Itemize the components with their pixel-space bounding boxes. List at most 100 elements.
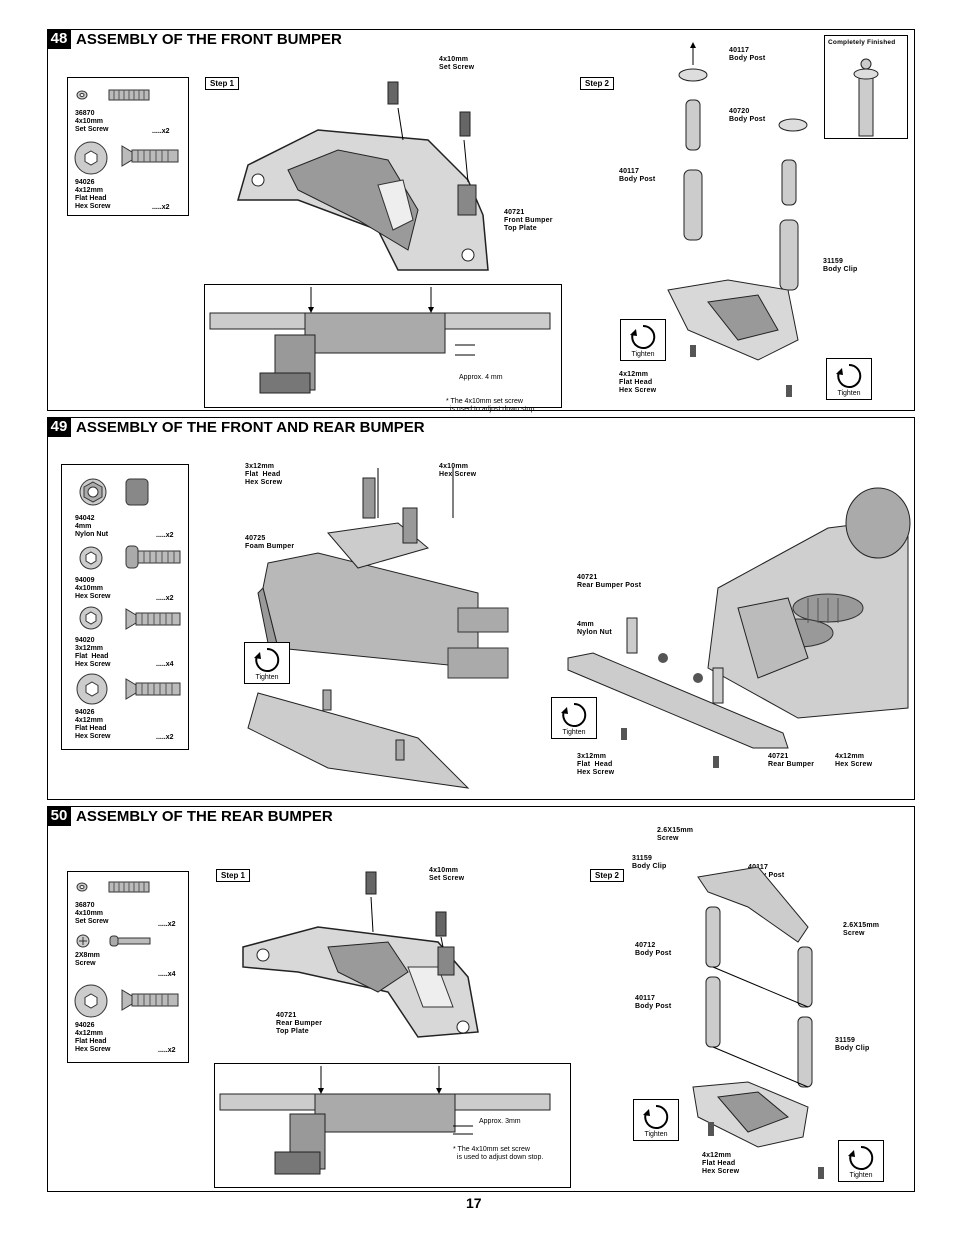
part-name: 4x10mm Set Screw — [75, 910, 109, 925]
side-view-detail: Approx. 3mm * The 4x10mm set screw is us… — [214, 1063, 571, 1188]
rear-bumper-label: 40721 Rear Bumper — [768, 753, 815, 768]
tighten-badge: Tighten — [244, 642, 290, 684]
part-qty: .....x2 — [158, 921, 176, 928]
part-qty: .....x4 — [158, 971, 176, 978]
part-name: 4mm Nylon Nut — [75, 523, 109, 538]
part-qty: .....x2 — [152, 128, 170, 135]
step-1-label: Step 1 — [205, 77, 240, 90]
flat-head-screw-icon — [125, 678, 181, 700]
rear-post-label: 40721 Rear Bumper Post — [577, 574, 642, 589]
front-bumper-top-plate-drawing — [237, 81, 489, 271]
set-screw-icon — [108, 89, 150, 101]
washer-icon — [76, 882, 88, 892]
tighten-badge: Tighten — [633, 1099, 679, 1141]
completed-label: Completely Finished — [828, 39, 896, 46]
tighten-badge: Tighten — [620, 319, 666, 361]
flat-head-screw-icon — [121, 145, 179, 167]
nylon-nut-label: 4mm Nylon Nut — [577, 621, 612, 636]
part-code: 94009 — [75, 577, 95, 584]
tighten-label: Tighten — [837, 390, 861, 397]
body-post-label-1: 40117 Body Post — [729, 47, 766, 62]
section-title: ASSEMBLY OF THE FRONT AND REAR BUMPER — [76, 419, 425, 436]
parts-list: 94042 4mm Nylon Nut .....x2 94009 4x10mm… — [61, 464, 189, 750]
completed-post-drawing — [853, 58, 879, 137]
part-code: 94026 — [75, 179, 95, 186]
parts-list: 36870 4x10mm Set Screw .....x2 2X8mm Scr… — [67, 871, 189, 1063]
flat-head-screw-head-icon — [74, 141, 108, 175]
tighten-icon — [848, 1145, 874, 1170]
flat-head-screw-head-icon — [79, 606, 103, 630]
tighten-badge: Tighten — [826, 358, 872, 400]
part-qty: .....x2 — [156, 734, 174, 741]
top-plate-label: 40721 Front Bumper Top Plate — [504, 209, 553, 232]
approx-label: Approx. 4 mm — [459, 374, 503, 381]
rear-body-post-drawing — [692, 866, 824, 1179]
part-qty: .....x2 — [152, 204, 170, 211]
adjust-note: * The 4x10mm set screw is used to adjust… — [446, 398, 537, 413]
flat-screw-label-2: 3x12mm Flat Head Hex Screw — [577, 753, 615, 776]
body-post-label-2: 40720 Body Post — [729, 108, 766, 123]
part-code: 94020 — [75, 637, 95, 644]
part-name: 4x12mm Flat Head Hex Screw — [75, 717, 111, 740]
flat-head-screw-head-icon — [74, 984, 108, 1018]
section-number: 48 — [47, 29, 71, 49]
flat-head-screw-icon — [125, 608, 181, 630]
chassis-drawing — [707, 487, 911, 719]
part-name: 4x10mm Hex Screw — [75, 585, 111, 600]
part-code: 94026 — [75, 1022, 95, 1029]
flat-screw-label: 4x12mm Flat Head Hex Screw — [619, 371, 657, 394]
flat-screw-label: 3x12mm Flat Head Hex Screw — [245, 463, 283, 486]
section-48: 48 ASSEMBLY OF THE FRONT BUMPER 36870 4x… — [47, 29, 915, 413]
part-code: 36870 — [75, 902, 95, 909]
rear-bumper-drawing — [567, 617, 789, 768]
small-screw-head-icon — [76, 934, 90, 948]
tighten-icon — [643, 1104, 669, 1129]
section-number: 49 — [47, 417, 71, 437]
completed-view: Completely Finished — [824, 35, 908, 139]
side-view-drawing — [219, 1066, 551, 1175]
part-code: 94042 — [75, 515, 95, 522]
body-post-label-3: 40117 Body Post — [619, 168, 656, 183]
section-title: ASSEMBLY OF THE REAR BUMPER — [76, 808, 333, 825]
tighten-label: Tighten — [255, 674, 279, 681]
set-screw-icon — [108, 881, 150, 893]
step-1-label: Step 1 — [216, 869, 251, 882]
step-2-label: Step 2 — [580, 77, 615, 90]
part-name: 4x12mm Flat Head Hex Screw — [75, 187, 111, 210]
body-clip-label-2: 31159 Body Clip — [835, 1037, 870, 1052]
top-plate-label: 40721 Rear Bumper Top Plate — [276, 1012, 323, 1035]
hex-screw-icon — [125, 545, 181, 569]
section-title: ASSEMBLY OF THE FRONT BUMPER — [76, 31, 342, 48]
set-screw-label: 4x10mm Set Screw — [439, 56, 475, 71]
rear-bumper-top-plate-drawing — [242, 871, 479, 1038]
part-name: 3x12mm Flat Head Hex Screw — [75, 645, 111, 668]
screw-label-1: 2.6X15mm Screw — [657, 827, 694, 842]
flat-head-screw-icon — [121, 989, 179, 1011]
nylon-nut-icon — [79, 478, 107, 506]
section-number: 50 — [47, 806, 71, 826]
part-code: 94026 — [75, 709, 95, 716]
small-screw-icon — [109, 935, 151, 947]
tighten-label: Tighten — [562, 729, 586, 736]
part-name: 4x12mm Flat Head Hex Screw — [75, 1030, 111, 1053]
body-post-assembly-drawing — [667, 42, 808, 397]
part-qty: .....x2 — [156, 595, 174, 602]
front-bumper-assembly-drawing — [247, 468, 509, 789]
body-post-label-3: 40117 Body Post — [635, 995, 672, 1010]
flat-head-screw-head-icon — [76, 673, 108, 705]
part-qty: .....x2 — [158, 1047, 176, 1054]
adjust-note: * The 4x10mm set screw is used to adjust… — [453, 1146, 544, 1161]
tighten-badge: Tighten — [551, 697, 597, 739]
tighten-badge: Tighten — [838, 1140, 884, 1182]
part-qty: .....x2 — [156, 532, 174, 539]
tighten-icon — [836, 363, 862, 388]
tighten-label: Tighten — [849, 1172, 873, 1179]
part-qty: .....x4 — [156, 661, 174, 668]
section-50: 50 ASSEMBLY OF THE REAR BUMPER 36870 4x1… — [47, 806, 915, 1192]
side-view-detail: Approx. 4 mm * The 4x10mm set screw is u… — [204, 284, 562, 413]
set-screw-label: 4x10mm Set Screw — [429, 867, 465, 882]
foam-bumper-label: 40725 Foam Bumper — [245, 535, 295, 550]
approx-label: Approx. 3mm — [479, 1118, 521, 1125]
part-code: 36870 — [75, 110, 95, 117]
hex-screw-label-2: 4x12mm Hex Screw — [835, 753, 873, 768]
